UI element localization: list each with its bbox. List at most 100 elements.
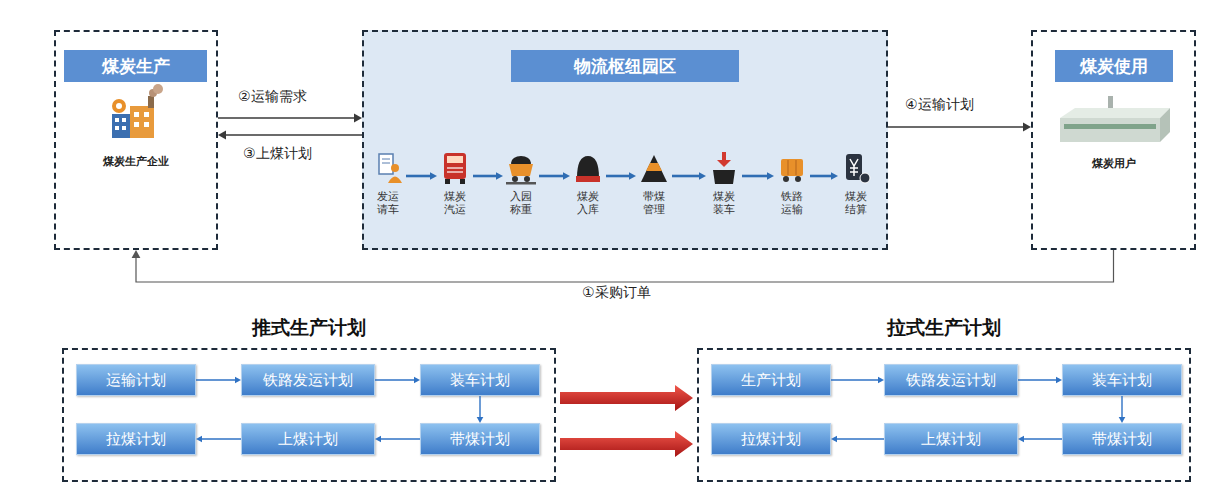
- factory-icon: [112, 99, 126, 113]
- plan-label: 拉煤计划: [77, 424, 195, 454]
- step-label: 煤炭 入库: [570, 190, 606, 216]
- plan-box: 带煤计划: [420, 423, 540, 455]
- plan-box: 拉煤计划: [711, 423, 831, 455]
- group-title: 拉式生产计划: [699, 315, 1189, 341]
- connector: [375, 377, 420, 384]
- connector-line: [479, 396, 480, 418]
- plan-label: 装车计划: [421, 365, 539, 395]
- factory-icon: [122, 126, 126, 130]
- process-step: 煤炭 结算: [838, 150, 874, 218]
- connector-line: [888, 126, 1025, 127]
- plan-group: 推式生产计划运输计划铁路发运计划装车计划带煤计划上煤计划拉煤计划: [62, 348, 556, 482]
- process-step: 铁路 运输: [774, 150, 810, 218]
- plant-icon: [1060, 118, 1160, 142]
- arrow-head: [831, 436, 837, 443]
- connector-line: [1121, 396, 1122, 418]
- connector: [1018, 436, 1062, 443]
- arrow-head: [132, 250, 141, 258]
- plan-label: 上煤计划: [242, 424, 374, 454]
- plan-box: 生产计划: [711, 364, 831, 396]
- connector: [831, 377, 884, 384]
- process-step: 带煤 管理: [636, 150, 672, 218]
- arrow-head: [196, 436, 202, 443]
- plan-box: 装车计划: [1062, 364, 1182, 396]
- factory-icon: [144, 122, 149, 127]
- node-label: 煤炭生产企业: [56, 154, 216, 169]
- connector-line: [375, 379, 415, 380]
- plan-box: 上煤计划: [884, 423, 1018, 455]
- arrow-head: [218, 131, 226, 140]
- header-band: 物流枢纽园区: [511, 50, 739, 82]
- plant-icon: [1064, 124, 1156, 129]
- plan-box: 铁路发运计划: [241, 364, 375, 396]
- edge-label: ④运输计划: [905, 96, 974, 114]
- connector: [218, 114, 362, 123]
- connector: [560, 385, 693, 411]
- edge-label: ②运输需求: [238, 88, 307, 106]
- factory-icon: [112, 114, 134, 138]
- factory-icon: [153, 84, 163, 94]
- step-label: 铁路 运输: [774, 190, 810, 216]
- plant-icon: [1060, 96, 1170, 142]
- connector: [196, 436, 241, 443]
- factory-icon: [122, 118, 126, 122]
- connector: [1018, 377, 1062, 384]
- connector: [375, 436, 420, 443]
- block-arrow: [560, 385, 693, 411]
- arrow-head: [375, 436, 381, 443]
- plant-icon: [1060, 108, 1170, 118]
- plan-box: 上煤计划: [241, 423, 375, 455]
- factory-icon: [130, 106, 154, 138]
- edge-label: ③上煤计划: [243, 145, 312, 163]
- plan-label: 装车计划: [1063, 365, 1181, 395]
- plant-icon: [1160, 108, 1170, 142]
- group-title: 推式生产计划: [64, 315, 554, 341]
- header-band: 煤炭生产: [64, 50, 207, 82]
- factory-icon: [144, 112, 149, 117]
- node-label: 煤炭用户: [1033, 156, 1194, 171]
- process-step: 煤炭 汽运: [437, 150, 473, 218]
- hub-box: 物流枢纽园区发运 请车煤炭 汽运入园 称重煤炭 入库带煤 管理煤炭 装车铁路 运…: [362, 30, 888, 250]
- plan-label: 带煤计划: [421, 424, 539, 454]
- plan-label: 铁路发运计划: [885, 365, 1017, 395]
- plan-label: 拉煤计划: [712, 424, 830, 454]
- connector-line: [136, 250, 1114, 282]
- factory-icon: [148, 96, 154, 108]
- arrow-head: [354, 114, 362, 123]
- connector-line: [224, 134, 362, 135]
- arrow-head: [1018, 436, 1024, 443]
- step-label: 煤炭 结算: [838, 190, 874, 216]
- header-band: 煤炭使用: [1055, 50, 1173, 82]
- connector-line: [1018, 379, 1057, 380]
- arrow-head: [1023, 123, 1031, 132]
- party-box: 煤炭使用煤炭用户: [1031, 30, 1196, 250]
- step-label: 带煤 管理: [636, 190, 672, 216]
- plan-label: 运输计划: [77, 365, 195, 395]
- connector-line: [196, 379, 236, 380]
- connector: [1119, 396, 1126, 423]
- plan-box: 装车计划: [420, 364, 540, 396]
- factory-icon: [112, 84, 163, 138]
- connector: [888, 123, 1031, 132]
- plan-label: 上煤计划: [885, 424, 1017, 454]
- connector: [477, 396, 484, 423]
- factory-icon: [134, 122, 139, 127]
- plan-box: 运输计划: [76, 364, 196, 396]
- connector-line: [1023, 438, 1062, 439]
- step-label: 煤炭 汽运: [437, 190, 473, 216]
- factory-icon: [115, 118, 119, 122]
- plan-box: 铁路发运计划: [884, 364, 1018, 396]
- connector-line: [380, 438, 420, 439]
- plan-box: 拉煤计划: [76, 423, 196, 455]
- factory-icon: [115, 126, 119, 130]
- step-label: 发运 请车: [370, 190, 406, 216]
- process-step: 入园 称重: [503, 150, 539, 218]
- factory-icon: [149, 89, 157, 97]
- factory-icon: [116, 103, 122, 109]
- plan-group: 拉式生产计划生产计划铁路发运计划装车计划带煤计划上煤计划拉煤计划: [697, 348, 1191, 482]
- edge-label: ①采购订单: [582, 284, 651, 302]
- plan-label: 带煤计划: [1063, 424, 1181, 454]
- connector: [218, 131, 362, 140]
- party-box: 煤炭生产煤炭生产企业: [54, 30, 218, 250]
